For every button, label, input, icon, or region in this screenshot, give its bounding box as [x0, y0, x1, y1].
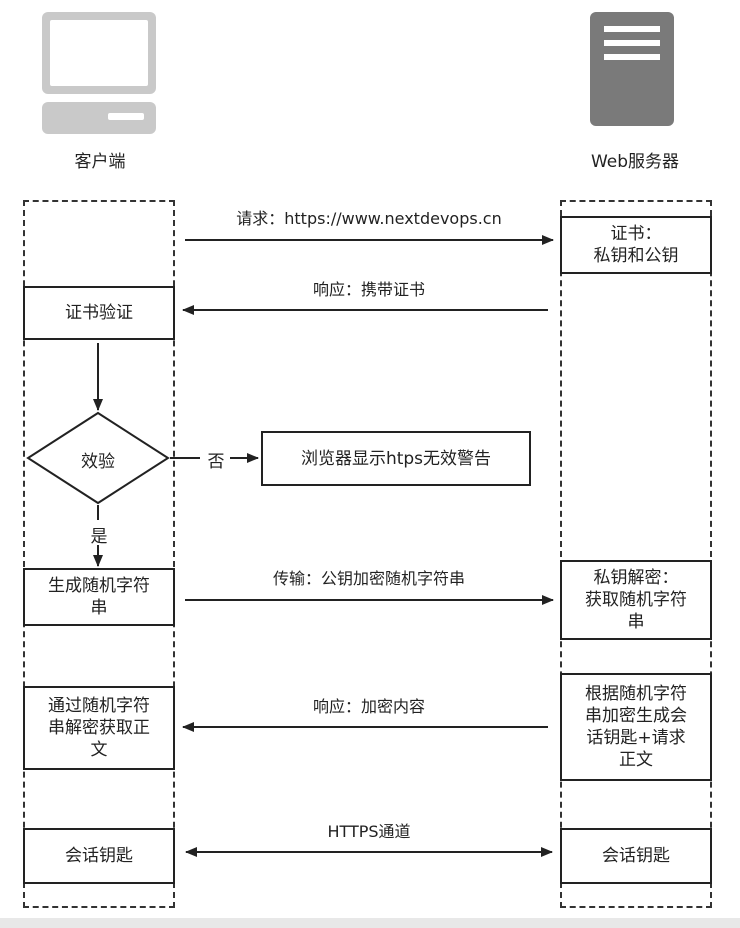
- https-channel-label: HTTPS通道: [327, 822, 411, 841]
- bottom-bar: [0, 918, 740, 928]
- decision-no-label: 否: [207, 452, 225, 472]
- decision-yes-label: 是: [90, 527, 108, 547]
- gen-random-box: 生成随机字符 串: [23, 568, 175, 626]
- client-lifeline: [23, 200, 175, 908]
- transfer-label: 传输：公钥加密随机字符串: [272, 569, 465, 588]
- certificate-box: 证书： 私钥和公钥: [560, 216, 712, 274]
- server-label: Web服务器: [590, 152, 680, 172]
- server-icon: [590, 12, 674, 126]
- decrypt-body-box: 通过随机字符 串解密获取正 文: [23, 686, 175, 770]
- client-session-key-box: 会话钥匙: [23, 828, 175, 884]
- private-decrypt-box: 私钥解密： 获取随机字符 串: [560, 560, 712, 640]
- check-label: 效验: [81, 452, 115, 472]
- check-diamond: [26, 411, 170, 505]
- server-session-key-box: 会话钥匙: [560, 828, 712, 884]
- browser-warning-box: 浏览器显示htps无效警告: [261, 431, 531, 486]
- response-cert-label: 响应：携带证书: [312, 280, 425, 299]
- encrypt-body-box: 根据随机字符 串加密生成会 话钥匙+请求 正文: [560, 673, 712, 781]
- client-label: 客户端: [74, 152, 126, 172]
- server-actor: Web服务器: [570, 10, 720, 172]
- client-actor: 客户端: [30, 10, 160, 172]
- request-label: 请求：https://www.nextdevops.cn: [236, 209, 502, 228]
- cert-verify-box: 证书验证: [23, 286, 175, 340]
- server-lifeline: [560, 200, 712, 908]
- desktop-computer-icon: [42, 12, 156, 134]
- response-content-label: 响应：加密内容: [312, 697, 425, 716]
